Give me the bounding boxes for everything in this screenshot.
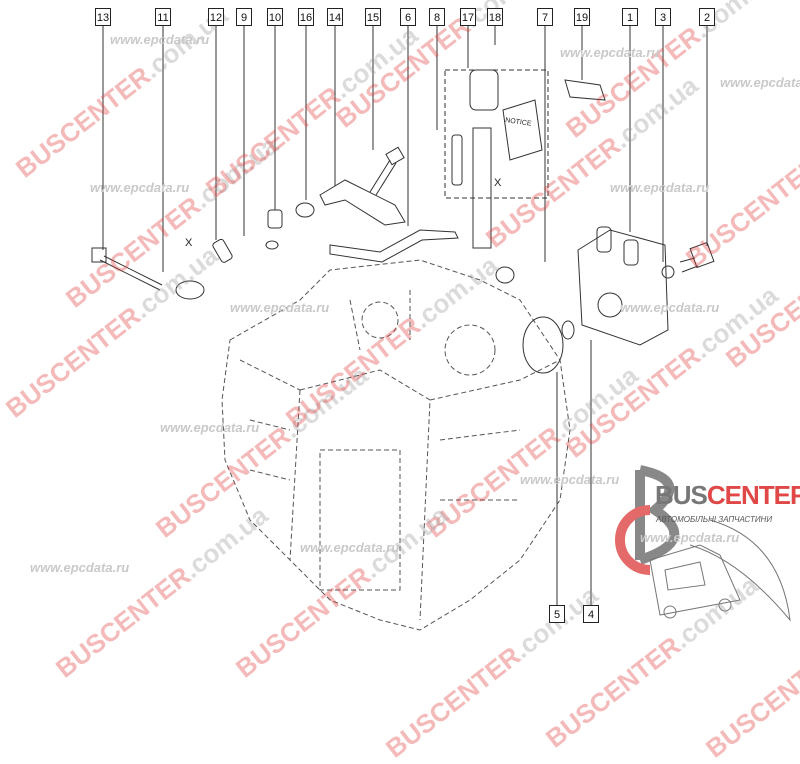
washer-3 — [661, 265, 675, 279]
bracket-14 — [319, 179, 406, 226]
watermark-site: www.epcdata.ru — [160, 420, 260, 435]
watermark-site: www.epcdata.ru — [640, 530, 740, 545]
watermark-site: www.epcdata.ru — [560, 45, 660, 60]
seals-8 — [451, 134, 463, 186]
callout-label: 11 — [155, 8, 171, 26]
plug-10 — [267, 209, 283, 229]
dimension-x-label-tube: X — [494, 177, 502, 189]
logo-title: BUSCENTER — [655, 480, 800, 511]
plug-7 — [495, 266, 515, 284]
kit-18-outline — [444, 69, 549, 199]
pipe-6 — [329, 229, 459, 263]
watermark-site: www.epcdata.ru — [300, 540, 400, 555]
van-illustration — [649, 519, 791, 622]
notice-text: NOTICE — [505, 117, 532, 128]
watermark-site: www.epcdata.ru — [620, 300, 720, 315]
notice-booklet — [502, 99, 543, 161]
pin-12 — [212, 238, 233, 263]
callout-label: 5 — [549, 605, 565, 623]
callout-label: 16 — [298, 8, 314, 26]
watermark-site: www.epcdata.ru — [30, 560, 130, 575]
callout-label: 3 — [655, 8, 671, 26]
plug-11 — [175, 280, 205, 300]
watermark-site: www.epcdata.ru — [520, 472, 620, 487]
callout-label: 10 — [267, 8, 283, 26]
o-ring-4 — [561, 320, 575, 340]
logo-brand-part1: BUS — [655, 480, 708, 510]
callout-label: 6 — [400, 8, 416, 26]
connector-19 — [564, 79, 606, 101]
watermark-site: www.epcdata.ru — [720, 75, 800, 90]
callout-label: 13 — [95, 8, 111, 26]
callout-label: 2 — [699, 8, 715, 26]
callout-label: 7 — [537, 8, 553, 26]
grommet-16 — [295, 202, 315, 218]
bolt-15 — [369, 146, 405, 196]
watermark-site: www.epcdata.ru — [230, 300, 330, 315]
callout-label: 14 — [327, 8, 343, 26]
watermark-site: www.epcdata.ru — [110, 32, 210, 47]
callout-label: 17 — [460, 8, 476, 26]
callout-label: 1 — [622, 8, 638, 26]
bolt-13 — [91, 247, 163, 291]
callout-label: 19 — [574, 8, 590, 26]
callout-label: 18 — [487, 8, 503, 26]
seal-ring-5 — [522, 316, 564, 374]
leader-lines — [102, 26, 708, 605]
exploded-parts-diagram: X X NOTICE — [91, 26, 791, 631]
watermark-site: www.epcdata.ru — [90, 180, 190, 195]
bolt-2 — [679, 241, 715, 273]
oil-cooler-1 — [577, 226, 669, 346]
callout-label: 15 — [365, 8, 381, 26]
dimension-x-label-left: X — [185, 237, 193, 249]
callout-label: 12 — [208, 8, 224, 26]
callout-label: 9 — [236, 8, 252, 26]
callout-label: 4 — [583, 605, 599, 623]
dipstick-tube — [472, 127, 492, 249]
watermark-site: www.epcdata.ru — [610, 180, 710, 195]
transmission-housing — [221, 259, 571, 631]
logo-brand-part2: CENTER — [706, 480, 800, 510]
callout-label: 8 — [429, 8, 445, 26]
logo-tagline: АВТОМОБІЛЬНІ ЗАПЧАСТИНИ — [656, 515, 773, 524]
washer-9 — [265, 240, 279, 250]
cap-17 — [469, 69, 499, 111]
logo-mark — [615, 465, 680, 575]
